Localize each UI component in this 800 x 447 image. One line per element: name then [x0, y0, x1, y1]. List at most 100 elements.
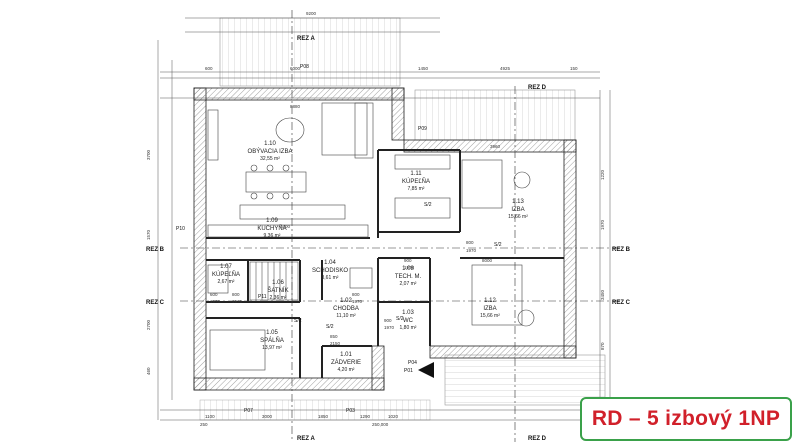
tag: P08	[300, 64, 309, 70]
tag: P11	[258, 294, 267, 300]
dim: 8880	[290, 104, 301, 109]
dim: 3960	[490, 144, 501, 149]
dim: 800	[466, 240, 474, 245]
dimension-texts: 9200 600 6000 1450 4925 150 8880 3960 44…	[146, 11, 605, 427]
room-name: TECH. M.	[395, 274, 422, 280]
section-markers	[180, 10, 620, 442]
dim: 9200	[306, 11, 317, 16]
room-number: 1.08	[402, 266, 414, 272]
entrance-arrow-icon	[418, 362, 434, 378]
element-tags: P08 P09 P10 P11 P07 P03 P04 P01 S/2 S/2 …	[176, 64, 502, 414]
dim: 1850	[318, 414, 329, 419]
room-area: 32,55 m²	[260, 156, 280, 162]
exterior-walls	[193, 87, 577, 391]
tag: P10	[176, 226, 185, 232]
room-area: 4,20 m²	[338, 367, 355, 373]
room-area: 15,66 m²	[508, 214, 528, 220]
dim: 1570	[146, 229, 151, 240]
plan-title: RD – 5 izbový 1NP	[591, 407, 781, 430]
dim: 1220	[600, 169, 605, 180]
dim: 1970	[600, 219, 605, 230]
staircase	[249, 261, 299, 301]
dim: 1450	[418, 66, 429, 71]
dim: 800	[352, 292, 360, 297]
dim: 150	[570, 66, 578, 71]
dim: 870	[600, 342, 605, 350]
tag: S/2	[396, 316, 404, 322]
room-labels: 1.10 OBÝVACIA IZBA 32,55 m² 1.09 KUCHYŇA…	[212, 141, 528, 373]
section-c-right: REZ C	[612, 300, 631, 306]
terrace-top	[219, 17, 576, 141]
tag: S/2	[326, 324, 334, 330]
room-area: 2,67 m²	[218, 279, 235, 285]
section-a-bottom: REZ A	[297, 436, 315, 442]
dim: 900	[384, 318, 392, 323]
dim: 1970	[466, 248, 477, 253]
tag: S/2	[494, 242, 502, 248]
room-number: 1.12	[484, 298, 496, 304]
room-area: 11,10 m²	[336, 313, 356, 319]
room-number: 1.13	[512, 199, 524, 205]
room-name: SPÁLŇA	[260, 337, 284, 344]
tag: S/2	[424, 202, 432, 208]
section-b-right: REZ B	[612, 247, 631, 253]
section-a-top: REZ A	[297, 36, 315, 42]
dim: 600	[210, 292, 218, 297]
section-b-left: REZ B	[146, 247, 165, 253]
section-d-top: REZ D	[528, 85, 547, 91]
section-d-bottom: REZ D	[528, 436, 547, 442]
room-name: ZÁDVERIE	[331, 359, 361, 366]
room-name: IZBA	[511, 207, 524, 213]
room-name: KÚPEĽŇA	[212, 271, 240, 278]
dim: 3450	[600, 289, 605, 300]
dim: 800	[232, 292, 240, 297]
dim: 1970	[384, 325, 395, 330]
dim: 2150	[330, 341, 341, 346]
room-area: 3,61 m²	[322, 275, 339, 281]
room-number: 1.07	[220, 264, 232, 270]
dim: 900	[404, 258, 412, 263]
section-c-left: REZ C	[146, 300, 165, 306]
tag: P07	[244, 408, 253, 414]
dim: 3700	[146, 149, 151, 160]
room-area: 1,80 m²	[400, 325, 417, 331]
dim: 460	[146, 367, 151, 375]
dim: 8000	[482, 258, 493, 263]
room-area: 13,97 m²	[262, 345, 282, 351]
tag: P09	[418, 126, 427, 132]
room-area: 2,36 m²	[270, 295, 287, 301]
dim: 6000	[290, 66, 301, 71]
title-box: RD – 5 izbový 1NP	[580, 397, 792, 441]
room-area: 15,66 m²	[480, 313, 500, 319]
tag: S/2	[294, 318, 302, 324]
dim: 1020	[388, 414, 399, 419]
room-name: OBÝVACIA IZBA	[248, 148, 293, 155]
dim: 3000	[262, 414, 273, 419]
dim: 1290	[360, 414, 371, 419]
room-number: 1.06	[272, 280, 284, 286]
room-name: KÚPEĽŇA	[402, 178, 430, 185]
room-number: 1.10	[264, 141, 276, 147]
room-number: 1.04	[324, 260, 336, 266]
dim: 1970	[232, 299, 243, 304]
dim: 1970	[352, 299, 363, 304]
dim: 850	[330, 334, 338, 339]
room-name: CHODBA	[333, 306, 359, 312]
tag: P03	[346, 408, 355, 414]
room-number: 1.01	[340, 352, 352, 358]
dim: 250	[200, 422, 208, 427]
dim: 4925	[500, 66, 511, 71]
dim: 250,000	[372, 422, 389, 427]
dim: 1100	[205, 414, 215, 419]
dim: 1970	[404, 265, 415, 270]
interior-walls	[206, 149, 564, 378]
dim: 600	[205, 66, 213, 71]
room-number: 1.11	[410, 171, 422, 177]
room-number: 1.09	[266, 218, 278, 224]
room-number: 1.05	[266, 330, 278, 336]
tag: P01	[404, 368, 413, 374]
dim: 2700	[146, 319, 151, 330]
tag: P04	[408, 360, 417, 366]
dim: 1970	[210, 299, 221, 304]
room-area: 9,36 m²	[264, 233, 281, 239]
